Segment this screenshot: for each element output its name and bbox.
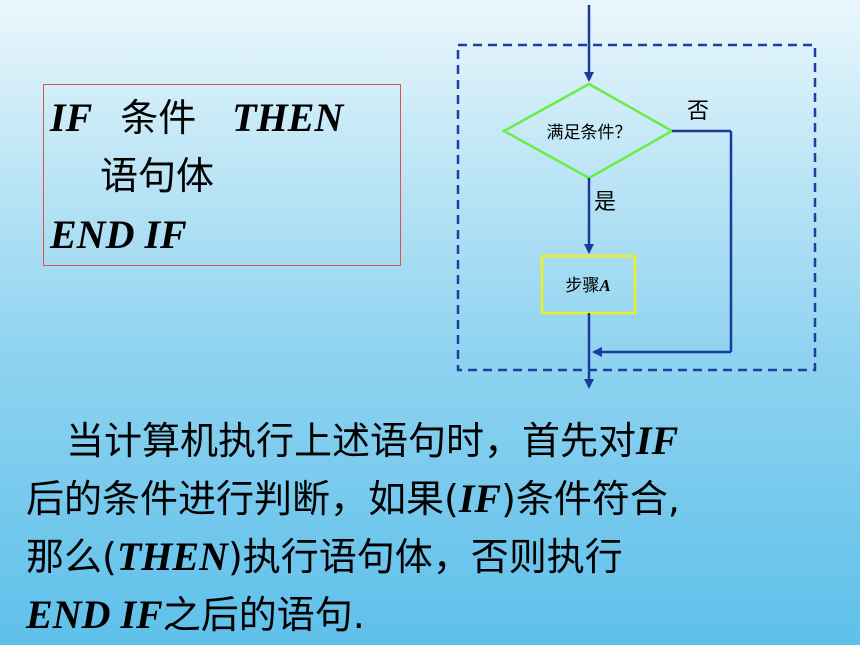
paragraph-line-1: 当计算机执行上述语句时，首先对IF — [26, 412, 856, 470]
explanation-paragraph: 当计算机执行上述语句时，首先对IF 后的条件进行判断，如果(IF)条件符合, 那… — [26, 412, 856, 644]
keyword-if: IF — [50, 95, 93, 140]
no-label: 否 — [687, 99, 709, 124]
condition-text: 条件 — [120, 96, 197, 140]
dashed-container — [456, 43, 817, 372]
yes-label: 是 — [594, 190, 616, 215]
step-label-var: A — [598, 276, 610, 295]
decision-label: 满足条件？ — [547, 123, 632, 143]
paragraph-text: 当计算机执行上述语句时，首先对 — [66, 419, 637, 463]
code-line-body: 语句体 — [100, 156, 214, 196]
keyword-end-if: END IF — [50, 212, 187, 257]
statement-body-text: 语句体 — [100, 154, 215, 198]
paragraph-line-4: END IF之后的语句. — [26, 586, 856, 644]
step-label-cn: 步骤 — [565, 276, 599, 296]
step-label: 步骤A — [565, 276, 610, 296]
code-line-if: IF 条件 THEN — [50, 98, 343, 138]
paragraph-text: 那么( — [26, 535, 117, 579]
paragraph-line-2: 后的条件进行判断，如果(IF)条件符合, — [26, 470, 856, 528]
paragraph-text: )条件符合, — [501, 477, 680, 521]
paragraph-keyword: IF — [636, 418, 679, 463]
code-line-endif: END IF — [50, 215, 187, 255]
paragraph-line-3: 那么(THEN)执行语句体，否则执行 — [26, 528, 856, 586]
keyword-then: THEN — [232, 95, 344, 140]
paragraph-text: 之后的语句. — [162, 593, 365, 637]
paragraph-keyword: IF — [458, 476, 502, 521]
paragraph-keyword: THEN — [116, 534, 228, 579]
paragraph-keyword: END IF — [26, 592, 163, 637]
paragraph-text: 后的条件进行判断，如果( — [26, 477, 459, 521]
paragraph-text: )执行语句体，否则执行 — [227, 535, 623, 579]
code-box — [43, 84, 401, 266]
